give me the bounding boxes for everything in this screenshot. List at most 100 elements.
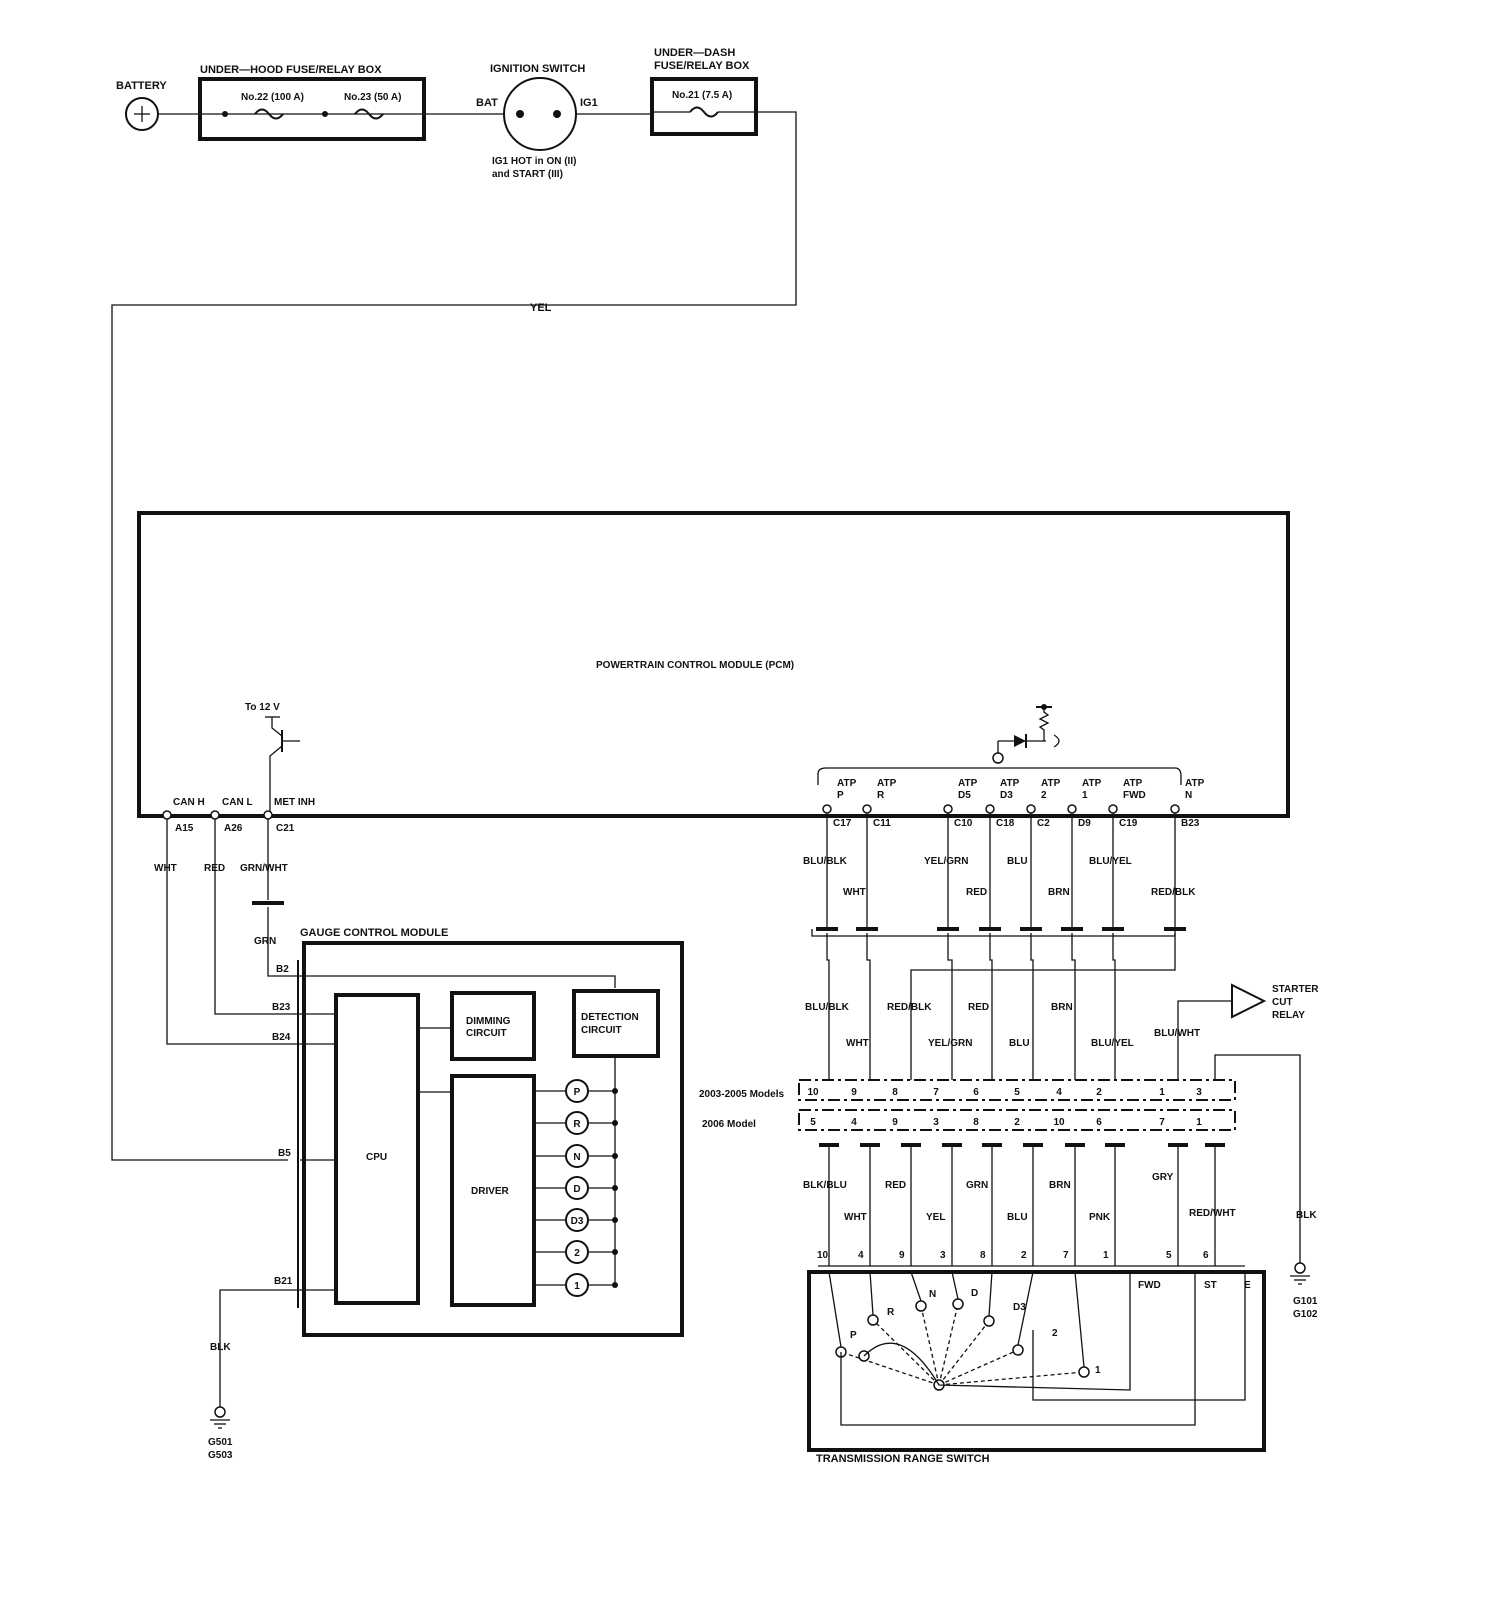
detection-circuit-block	[572, 989, 660, 1058]
lower-wire-label: BLK/BLU	[803, 1180, 847, 1191]
indicator-label: P	[574, 1087, 581, 1098]
svg-text:D5: D5	[958, 790, 971, 801]
lower-wire-label: GRY	[1152, 1172, 1174, 1183]
switch-pin-number: 8	[980, 1250, 986, 1261]
indicator-lamp-d3: D3	[534, 1208, 618, 1232]
lower-wire-label: WHT	[844, 1212, 867, 1223]
svg-text:STARTER: STARTER	[1272, 984, 1319, 995]
starter-cut-relay: STARTER CUT RELAY	[1190, 983, 1319, 1021]
mid-wire-label: RED	[968, 1002, 989, 1013]
svg-text:A15: A15	[175, 823, 194, 834]
conn-2006-pin: 8	[973, 1117, 979, 1128]
lower-wire-label: RED	[885, 1180, 906, 1191]
ground-g501-label: G501	[208, 1437, 233, 1448]
indicator-lamp-2: 2	[534, 1240, 618, 1264]
svg-text:RELAY: RELAY	[1272, 1010, 1305, 1021]
indicator-label: R	[573, 1119, 581, 1130]
fuse-22-label: No.22 (100 A)	[241, 92, 304, 103]
svg-text:B23: B23	[1181, 818, 1200, 829]
switch-pin-number: 3	[940, 1250, 946, 1261]
ignition-switch-label: IGNITION SWITCH	[490, 63, 585, 75]
atp-wire-label: BLU/YEL	[1089, 856, 1132, 867]
svg-text:CAN L: CAN L	[222, 797, 253, 808]
svg-text:WHT: WHT	[154, 863, 177, 874]
bat-label: BAT	[476, 97, 498, 109]
ignition-switch: IGNITION SWITCH BAT IG1 IG1 HOT in ON (I…	[476, 63, 598, 180]
indicator-lamp-n: N	[534, 1144, 618, 1168]
atp-wire-label: BLU/BLK	[803, 856, 848, 867]
conn-2003-pin: 7	[933, 1087, 939, 1098]
gauge-control-module: GAUGE CONTROL MODULE B2 B23 B24 B5 B21 C…	[272, 927, 684, 1337]
mid-wire-label: RED/BLK	[887, 1002, 932, 1013]
dimming-circuit-block	[450, 991, 536, 1061]
svg-text:CUT: CUT	[1272, 997, 1293, 1008]
ground-symbol-g501	[210, 1406, 230, 1429]
lower-wire-label: BLU	[1007, 1212, 1028, 1223]
switch-pin-number: 2	[1021, 1250, 1027, 1261]
svg-text:D9: D9	[1078, 818, 1091, 829]
atp-wire-label: WHT	[843, 887, 866, 898]
gauge-ground-wire	[219, 1289, 300, 1410]
trs-title: TRANSMISSION RANGE SWITCH	[816, 1453, 990, 1465]
svg-text:DETECTION: DETECTION	[581, 1012, 639, 1023]
svg-text:C10: C10	[954, 818, 973, 829]
met-inh-transistor: To 12 V	[245, 702, 300, 816]
svg-text:ATP: ATP	[1185, 778, 1205, 789]
model-2006-label: 2006 Model	[702, 1119, 756, 1130]
svg-text:C19: C19	[1119, 818, 1138, 829]
svg-text:CAN H: CAN H	[173, 797, 205, 808]
conn-2003-pin: 5	[1014, 1087, 1020, 1098]
conn-2006-pin: 10	[1053, 1117, 1065, 1128]
yel-feed-wire	[111, 111, 797, 1161]
trs-position-label: N	[929, 1289, 936, 1300]
mid-wire-label: WHT	[846, 1038, 869, 1049]
pcm-title: POWERTRAIN CONTROL MODULE (PCM)	[596, 660, 794, 671]
driver-block	[450, 1074, 536, 1307]
battery-label: BATTERY	[116, 80, 167, 92]
switch-pin-number: 9	[899, 1250, 905, 1261]
svg-text:ATP: ATP	[958, 778, 978, 789]
trs-position-label: D3	[1013, 1302, 1026, 1313]
indicator-lamp-d: D	[534, 1176, 618, 1200]
cpu-block	[334, 993, 420, 1305]
conn-2003-pin: 3	[1196, 1087, 1202, 1098]
conn-2006-pin: 1	[1196, 1117, 1202, 1128]
conn-2006-pin: 6	[1096, 1117, 1102, 1128]
conn-2003-pin: 9	[851, 1087, 857, 1098]
switch-pin-number: 1	[1103, 1250, 1109, 1261]
gauge-pin-b24: B24	[272, 1032, 291, 1043]
conn-2003-pin: 10	[807, 1087, 819, 1098]
underdash-box-label-2: FUSE/RELAY BOX	[654, 60, 750, 72]
underhood-box-label: UNDER—HOOD FUSE/RELAY BOX	[200, 64, 382, 76]
conn-2003-pin: 8	[892, 1087, 898, 1098]
svg-text:ATP: ATP	[1123, 778, 1143, 789]
harness-wires: BLU/BLKWHTRED/BLKYEL/GRNREDBLUBRNBLU/YEL…	[803, 813, 1245, 1267]
trs-st-label: ST	[1204, 1280, 1217, 1291]
atp-wire-label: BLU	[1007, 856, 1028, 867]
underdash-box-label-1: UNDER—DASH	[654, 47, 735, 59]
conn-2006-pin: 4	[851, 1117, 857, 1128]
switch-pin-number: 5	[1166, 1250, 1172, 1261]
indicator-label: 2	[574, 1248, 580, 1259]
fuse-21-icon	[689, 106, 719, 118]
conn-2006-pin: 2	[1014, 1117, 1020, 1128]
ig1-note-2: and START (III)	[492, 169, 563, 180]
svg-text:R: R	[877, 790, 885, 801]
yel-wire-label: YEL	[530, 302, 552, 314]
pcm-pin-met-inh: MET INH C21 GRN/WHT	[240, 797, 315, 874]
svg-text:DIMMING: DIMMING	[466, 1016, 511, 1027]
ig1-note-1: IG1 HOT in ON (II)	[492, 156, 576, 167]
indicator-lamp-1: 1	[534, 1273, 618, 1297]
svg-text:GRN/WHT: GRN/WHT	[240, 863, 288, 874]
trs-position-label: 2	[1052, 1328, 1058, 1339]
svg-text:CIRCUIT: CIRCUIT	[466, 1028, 507, 1039]
indicator-label: D	[573, 1184, 580, 1195]
trs-position-label: 1	[1095, 1365, 1101, 1376]
